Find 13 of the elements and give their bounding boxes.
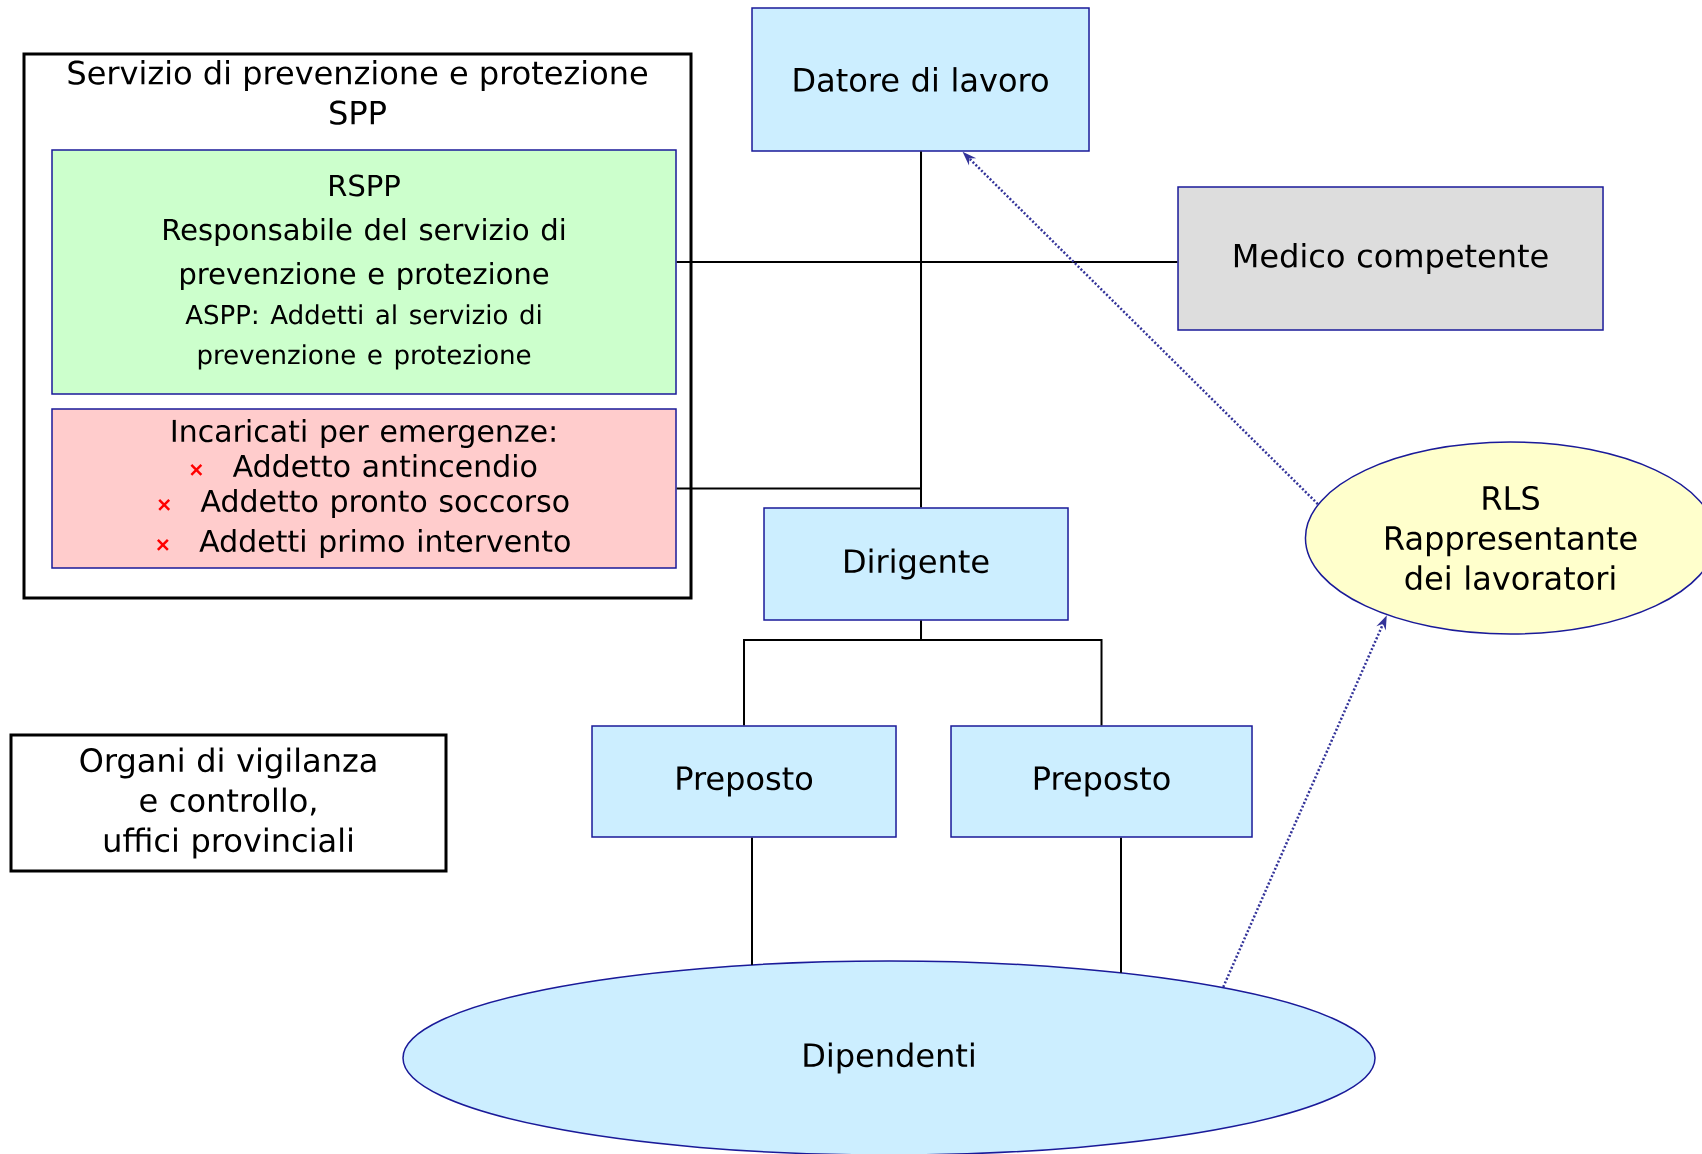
- connector-line: [920, 619, 1103, 727]
- role-box: Preposto: [950, 725, 1253, 838]
- role-box: Incaricati per emergenze: Addetto antincendio Addetto pronto soccorso Addetti primo intervento: [51, 408, 677, 569]
- role-box: Preposto: [591, 725, 897, 838]
- connector-line: [751, 836, 753, 966]
- connector-line: [675, 261, 1179, 263]
- role-box: Datore di lavoro: [751, 7, 1090, 152]
- role-box: Medico competente: [1177, 186, 1604, 331]
- note-box: Organi di vigilanza e controllo, uffici provinciali: [9, 733, 448, 873]
- role-box: RSPP Responsabile del servizio di prevenzione e protezione ASPP: Addetti al servizio di prevenzione e protezione: [51, 149, 677, 395]
- connector-line: [1120, 836, 1122, 974]
- role-box: Dirigente: [763, 507, 1069, 621]
- connector-line: [675, 150, 922, 490]
